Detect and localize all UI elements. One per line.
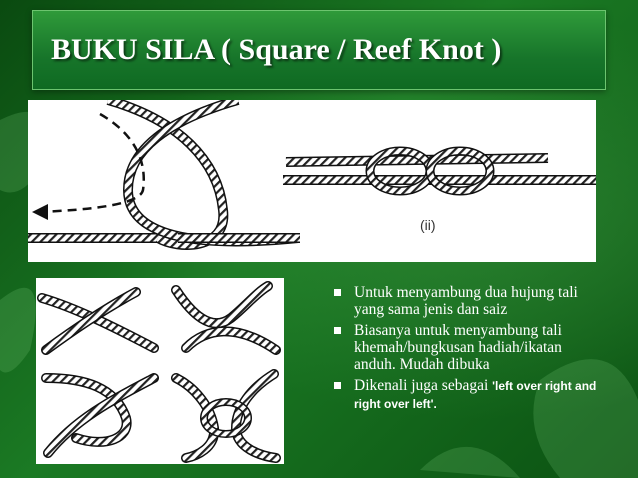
step-loop-drawing	[171, 281, 281, 355]
knot-steps-diagram	[37, 281, 281, 463]
square-bullet-icon	[334, 289, 341, 296]
slide-title: BUKU SILA ( Square / Reef Knot )	[51, 33, 502, 66]
bullet-list: Untuk menyambung dua hujung tali yang sa…	[324, 284, 606, 417]
bullet-item: Biasanya untuk menyambung tali khemah/bu…	[324, 322, 606, 373]
knot-step-one-drawing	[28, 95, 300, 250]
square-bullet-icon	[334, 382, 341, 389]
knot-step-two-drawing: (ii)	[283, 146, 596, 233]
bullet-text: Dikenali juga sebagai	[354, 377, 493, 394]
bullet-text: Untuk menyambung dua hujung tali yang sa…	[354, 284, 578, 318]
square-knot-illustration-top: (ii)	[28, 95, 596, 262]
bullet-item: Dikenali juga sebagai 'left over right a…	[324, 377, 606, 413]
square-bullet-icon	[334, 327, 341, 334]
step-finished-knot-drawing	[171, 369, 281, 463]
bullet-text: Biasanya untuk menyambung tali khemah/bu…	[354, 322, 562, 373]
bullet-item: Untuk menyambung dua hujung tali yang sa…	[324, 284, 606, 318]
bullet-note: 'left over right and right over left'.	[354, 379, 597, 411]
step-tuck-drawing	[41, 373, 159, 458]
title-bar: BUKU SILA ( Square / Reef Knot )	[32, 10, 606, 90]
figure-label: (ii)	[420, 217, 436, 233]
square-knot-diagram: (ii)	[28, 95, 596, 250]
square-knot-illustration-steps	[36, 278, 284, 464]
step-cross-drawing	[37, 287, 159, 355]
